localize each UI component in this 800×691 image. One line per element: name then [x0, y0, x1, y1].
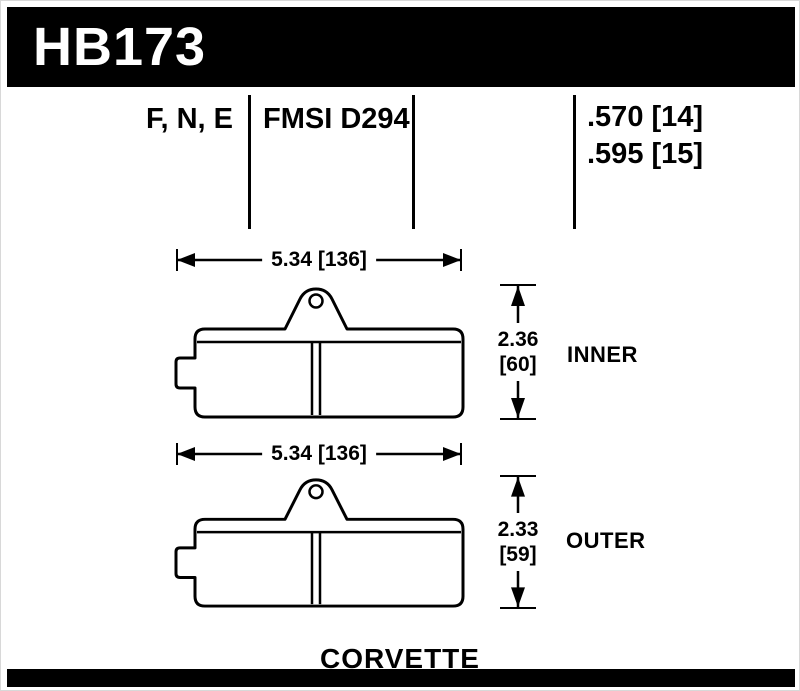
outer-height-value: 2.33 [59] [494, 513, 542, 571]
divider-line-2 [412, 95, 415, 229]
right-arrowhead-icon [443, 447, 461, 461]
outer-pad-height-dimension: 2.33 [59] [494, 473, 542, 611]
inner-pad-drawing [174, 287, 465, 419]
footer-bar [7, 669, 795, 687]
compound-codes: F, N, E [145, 103, 233, 135]
outer-height-in: 2.33 [497, 518, 539, 541]
right-arrowhead-icon [443, 253, 461, 267]
outer-width-value: 5.34 [136] [262, 442, 376, 466]
inner-height-value: 2.36 [60] [494, 323, 542, 381]
pad-thickness-1: .570 [14] [587, 101, 704, 133]
outer-pad-label: OUTER [566, 528, 646, 553]
inner-pad-outline [174, 287, 465, 419]
header-bar: HB173 [7, 7, 795, 87]
inner-pad-width-dimension: 5.34 [136] [173, 245, 465, 273]
up-arrowhead-icon [511, 476, 525, 497]
part-number: HB173 [33, 17, 207, 77]
inner-pad-height-dimension: 2.36 [60] [494, 282, 542, 422]
up-arrowhead-icon [511, 286, 525, 306]
outer-height-mm: [59] [499, 543, 537, 566]
pad-thickness-2: .595 [15] [587, 138, 704, 170]
inner-width-value: 5.34 [136] [262, 248, 376, 272]
divider-line-1 [248, 95, 251, 229]
outer-pad-drawing [174, 478, 465, 608]
fmsi-number: FMSI D294 [263, 103, 410, 135]
divider-line-3 [573, 95, 576, 229]
inner-height-in: 2.36 [497, 328, 539, 351]
left-arrowhead-icon [177, 447, 195, 461]
outer-pad-width-dimension: 5.34 [136] [173, 439, 465, 467]
outer-pad-mounting-hole [308, 484, 324, 500]
down-arrowhead-icon [511, 587, 525, 608]
inner-pad-label: INNER [567, 342, 638, 367]
vehicle-name: CORVETTE [320, 643, 480, 674]
outer-pad-outline [174, 478, 465, 608]
left-arrowhead-icon [177, 253, 195, 267]
inner-height-mm: [60] [499, 353, 537, 376]
down-arrowhead-icon [511, 398, 525, 418]
inner-pad-mounting-hole [308, 293, 324, 309]
